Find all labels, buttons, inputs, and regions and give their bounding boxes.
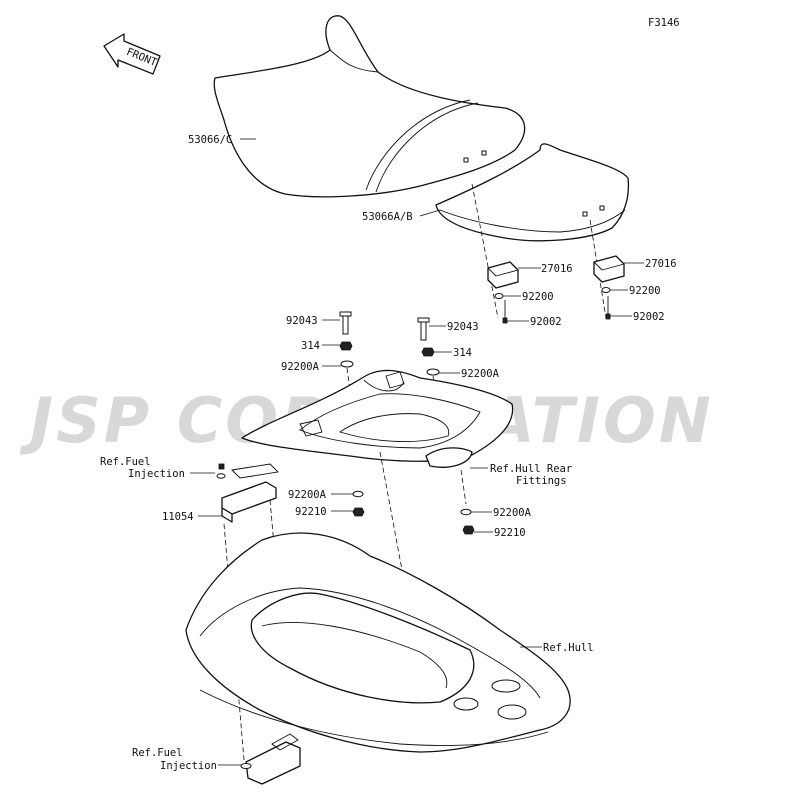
label-92210-lower-left: 92210 xyxy=(295,506,327,518)
label-53066-c: 53066/C xyxy=(188,134,232,146)
label-92043-right: 92043 xyxy=(447,321,479,333)
label-53066a-b: 53066A/B xyxy=(362,211,413,223)
washer-92200a-lower-right xyxy=(460,508,472,516)
fuel-injection-bracket-bottom xyxy=(240,733,301,785)
label-92002-right: 92002 xyxy=(633,311,665,323)
label-92200a-right: 92200A xyxy=(461,368,500,380)
label-ref-fuel-top-line2: Injection xyxy=(128,468,185,480)
washer-92200-right xyxy=(601,287,611,293)
label-314-left: 314 xyxy=(301,340,320,352)
washer-92200a-lower-left xyxy=(352,490,364,498)
nut-92210-lower-right xyxy=(462,525,475,535)
washer-92200a-right xyxy=(426,368,440,376)
hull xyxy=(185,532,571,753)
label-92200a-lower-right: 92200A xyxy=(493,507,532,519)
nut-92210-lower-left xyxy=(352,507,365,517)
label-ref-hull: Ref.Hull xyxy=(543,642,594,654)
washer-92200-left xyxy=(494,293,504,299)
label-92200-left: 92200 xyxy=(522,291,554,303)
stud-92043-right xyxy=(417,317,430,341)
bracket-27016-left xyxy=(487,261,519,289)
rear-deck-frame xyxy=(241,369,514,468)
label-92043-left: 92043 xyxy=(286,315,318,327)
bracket-27016-right xyxy=(593,255,625,283)
bolt-92002-left xyxy=(502,300,508,324)
label-ref-fuel-bottom-line1: Ref.Fuel xyxy=(132,747,183,759)
label-ref-hull-rear-line2: Fittings xyxy=(516,475,567,487)
label-11054: 11054 xyxy=(162,511,194,523)
nut-314-right xyxy=(421,347,435,357)
label-27016-right: 27016 xyxy=(645,258,677,270)
label-92200-right: 92200 xyxy=(629,285,661,297)
label-92210-lower-right: 92210 xyxy=(494,527,526,539)
rear-seat xyxy=(435,143,630,242)
label-27016-left: 27016 xyxy=(541,263,573,275)
label-ref-fuel-bottom-line2: Injection xyxy=(160,760,217,772)
screw-fuel-injection-top xyxy=(216,463,226,479)
label-92002-left: 92002 xyxy=(530,316,562,328)
label-314-right: 314 xyxy=(453,347,472,359)
bolt-92002-right xyxy=(605,296,611,320)
label-92200a-left: 92200A xyxy=(281,361,320,373)
label-ref-fuel-top-line1: Ref.Fuel xyxy=(100,456,151,468)
stud-92043-left xyxy=(339,311,352,335)
washer-92200a-left xyxy=(340,360,354,368)
nut-314-left xyxy=(339,341,353,351)
diagram-code: F3146 xyxy=(648,17,680,29)
label-92200a-lower-left: 92200A xyxy=(288,489,327,501)
main-seat xyxy=(213,15,526,198)
bracket-11054 xyxy=(221,463,279,523)
label-ref-hull-rear-line1: Ref.Hull Rear xyxy=(490,463,572,475)
front-arrow-icon: FRONT xyxy=(103,33,161,75)
